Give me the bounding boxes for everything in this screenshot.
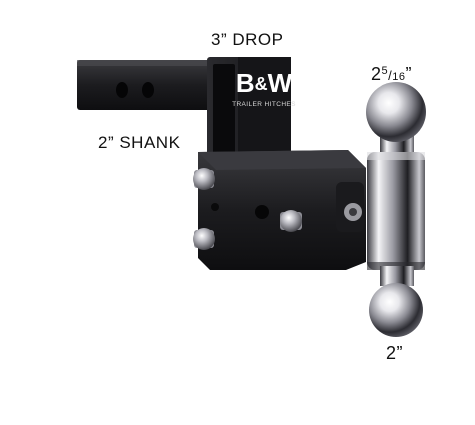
- adjustment-pin: [280, 210, 302, 232]
- drop-callout: 3” DROP: [211, 30, 284, 49]
- svg-text:TRAILER HITCHES: TRAILER HITCHES: [232, 101, 296, 108]
- shank-tube: [77, 60, 217, 110]
- bottom-ball-size-callout: 2”: [386, 343, 404, 363]
- hitch-ball-top: [366, 82, 426, 157]
- mounting-head: [198, 150, 366, 270]
- svg-text:B&W: B&W: [236, 68, 293, 98]
- adjustment-pin: [193, 168, 215, 190]
- shank-callout: 2” SHANK: [98, 133, 181, 152]
- brand-logo: B&W TRAILER HITCHES: [232, 68, 296, 108]
- top-ball-whole: 2: [371, 64, 382, 84]
- drop-post: [207, 57, 291, 170]
- fraction-slash: /: [388, 68, 393, 83]
- top-ball-denominator: 16: [392, 71, 406, 83]
- top-ball-numerator: 5: [381, 65, 389, 77]
- ball-shank: [367, 152, 425, 270]
- top-ball-unit: ”: [405, 64, 413, 84]
- ball-mount-collar: [336, 182, 364, 232]
- top-ball-size-callout: 25/16”: [371, 65, 412, 83]
- hitch-ball-bottom: [369, 266, 423, 337]
- adjustment-pin: [193, 228, 215, 250]
